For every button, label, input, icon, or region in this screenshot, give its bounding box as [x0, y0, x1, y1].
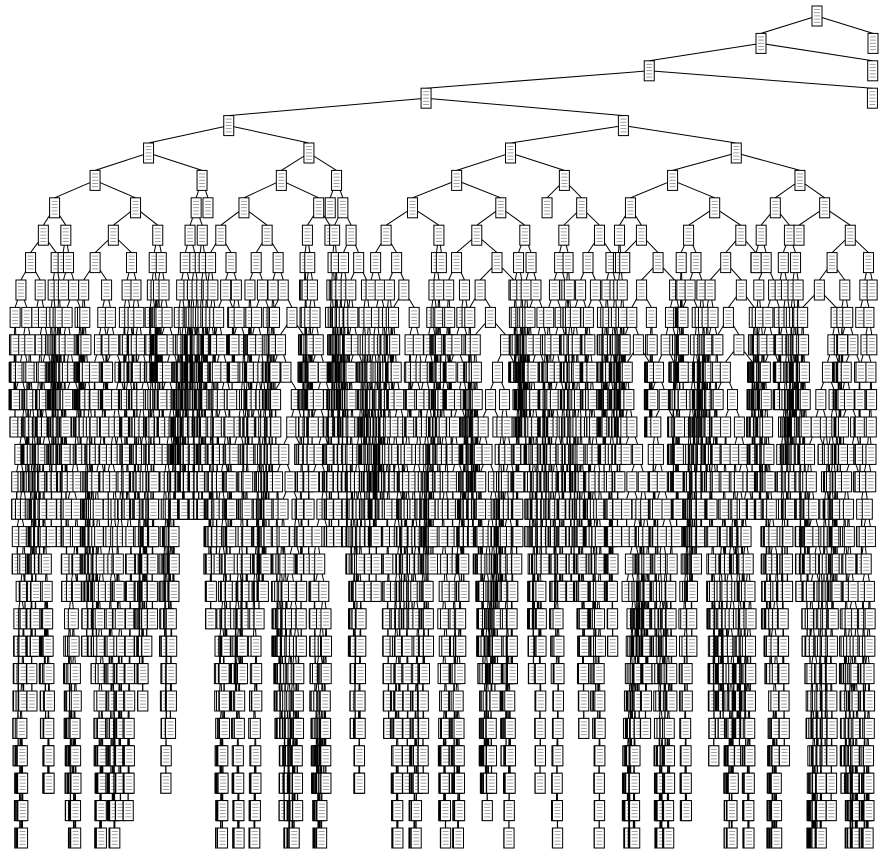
tree-edge — [761, 16, 817, 33]
tree-edge — [281, 180, 318, 197]
tree-edge — [426, 71, 649, 88]
tree-edge — [149, 126, 229, 143]
tree-edge — [55, 180, 95, 197]
tree-edge — [149, 153, 202, 170]
tree-edge — [95, 180, 135, 197]
tree-edge — [649, 43, 761, 60]
tree-edge — [229, 98, 426, 115]
tree-edge — [95, 153, 148, 170]
tree-edge — [244, 180, 281, 197]
tree-edge — [229, 126, 309, 143]
